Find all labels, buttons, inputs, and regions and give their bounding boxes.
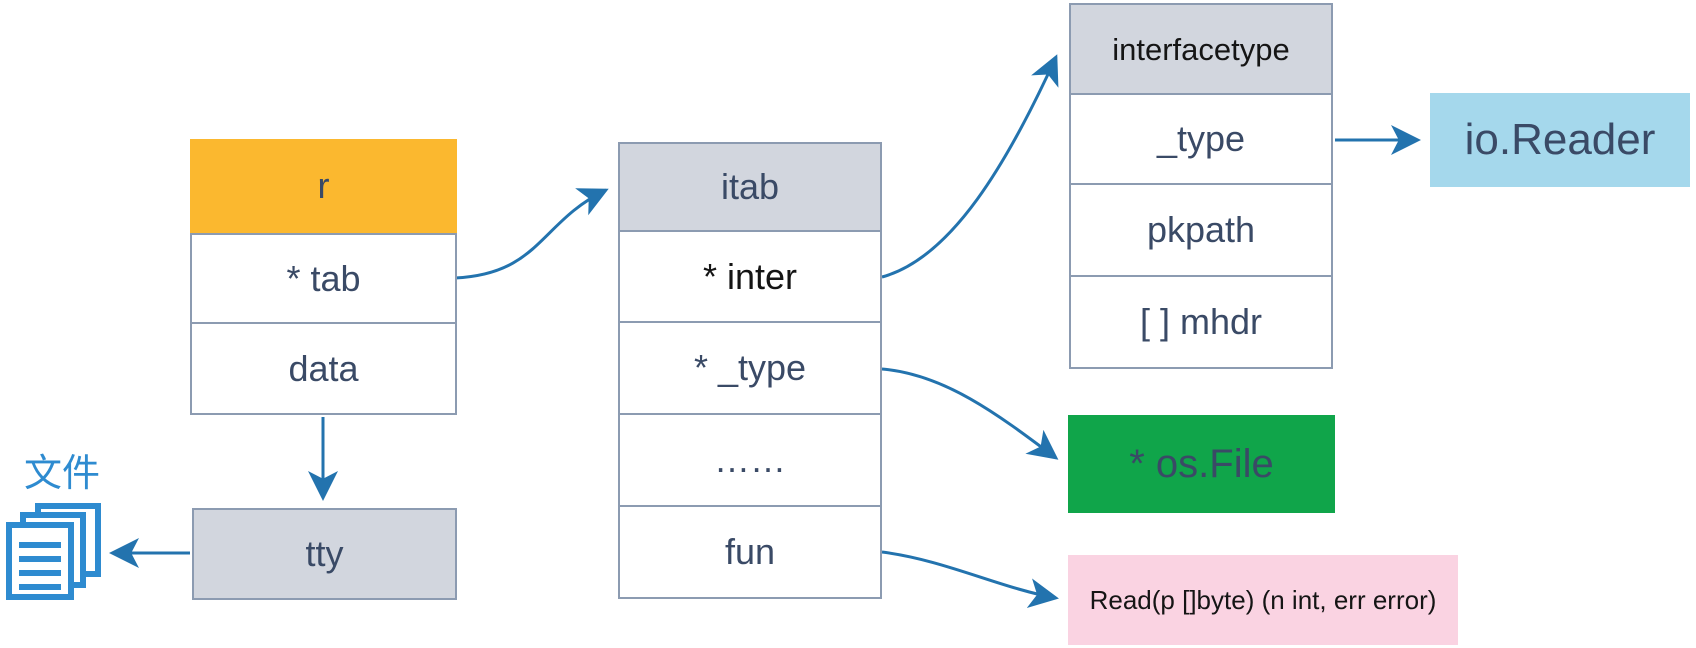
itab-row-fun: fun bbox=[618, 505, 882, 599]
itab-row-type: * _type bbox=[618, 321, 882, 415]
arrow-tab-to-itab bbox=[454, 188, 609, 280]
arrow-fun-to-read bbox=[881, 550, 1059, 609]
io-reader-node: io.Reader bbox=[1430, 93, 1690, 187]
arrow-type-to-osfile bbox=[881, 367, 1059, 460]
itab-row-dots: …… bbox=[618, 413, 882, 507]
document-stack-icon bbox=[6, 503, 101, 600]
interfacetype-header: interfacetype bbox=[1069, 3, 1333, 95]
r-struct-row-data: data bbox=[190, 322, 457, 415]
r-struct-row-tab: * tab bbox=[190, 233, 457, 324]
file-label: 文件 bbox=[24, 453, 101, 495]
interfacetype-row-type: _type bbox=[1069, 93, 1333, 185]
itab-header: itab bbox=[618, 142, 882, 232]
itab-row-inter: * inter bbox=[618, 230, 882, 323]
arrow-inter-to-interfacetype bbox=[881, 54, 1059, 279]
read-method-node: Read(p []byte) (n int, err error) bbox=[1068, 555, 1458, 645]
interfacetype-row-pkpath: pkpath bbox=[1069, 183, 1333, 277]
r-struct-header: r bbox=[190, 139, 457, 233]
os-file-node: * os.File bbox=[1068, 415, 1335, 513]
tty-node: tty bbox=[192, 508, 457, 600]
interfacetype-row-mhdr: [ ] mhdr bbox=[1069, 275, 1333, 369]
